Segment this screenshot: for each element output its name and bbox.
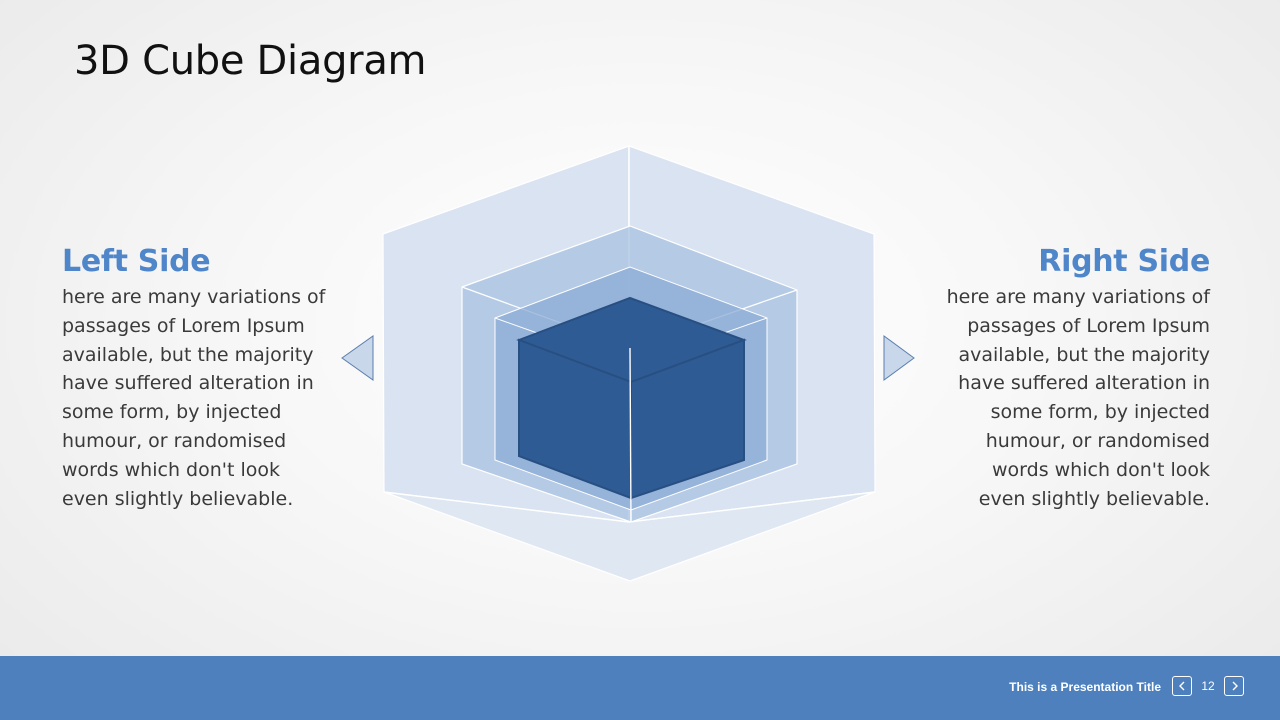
right-side-heading: Right Side	[1038, 244, 1210, 279]
left-side-body: here are many variations of passages of …	[62, 283, 362, 513]
right-side-line: have suffered alteration in	[958, 372, 1210, 395]
page-number: 12	[1201, 679, 1215, 693]
right-side-line: humour, or randomised	[985, 429, 1210, 452]
left-side-line: words which don't look	[62, 458, 280, 481]
right-side-line: here are many variations of	[946, 286, 1210, 308]
triangle-right-icon	[883, 335, 915, 381]
outer-edge-line	[628, 491, 876, 523]
next-slide-button[interactable]	[1224, 676, 1244, 696]
chevron-right-icon	[1232, 681, 1238, 691]
cube-diagram	[341, 145, 915, 582]
core-cube	[516, 296, 747, 500]
triangle-left-icon	[341, 335, 374, 381]
left-side-line: passages of Lorem Ipsum	[62, 314, 305, 337]
left-side-line: even slightly believable.	[62, 487, 294, 510]
right-side-line: some form, by injected	[990, 401, 1210, 424]
right-side-body: here are many variations of passages of …	[910, 283, 1210, 513]
presentation-title: This is a Presentation Title	[1009, 680, 1161, 694]
right-side-line: words which don't look	[992, 458, 1210, 481]
left-side-line: some form, by injected	[62, 401, 282, 424]
left-side-block: Left Side here are many variations of pa…	[62, 244, 362, 513]
front-vertical-edge	[629, 347, 632, 523]
right-side-line: even slightly believable.	[978, 487, 1210, 510]
footer-bar: This is a Presentation Title 12	[0, 656, 1280, 720]
left-side-heading: Left Side	[62, 244, 211, 279]
right-side-line: passages of Lorem Ipsum	[967, 314, 1210, 337]
slide-title: 3D Cube Diagram	[74, 38, 427, 84]
left-side-line: available, but the majority	[62, 343, 314, 366]
outer-edge-line	[383, 491, 630, 523]
left-side-line: here are many variations of	[62, 286, 326, 308]
right-side-line: available, but the majority	[958, 343, 1211, 366]
right-side-block: Right Side here are many variations of p…	[910, 244, 1211, 513]
chevron-left-icon	[1179, 681, 1185, 691]
left-side-line: humour, or randomised	[62, 429, 287, 452]
left-side-line: have suffered alteration in	[62, 372, 314, 395]
previous-slide-button[interactable]	[1172, 676, 1192, 696]
